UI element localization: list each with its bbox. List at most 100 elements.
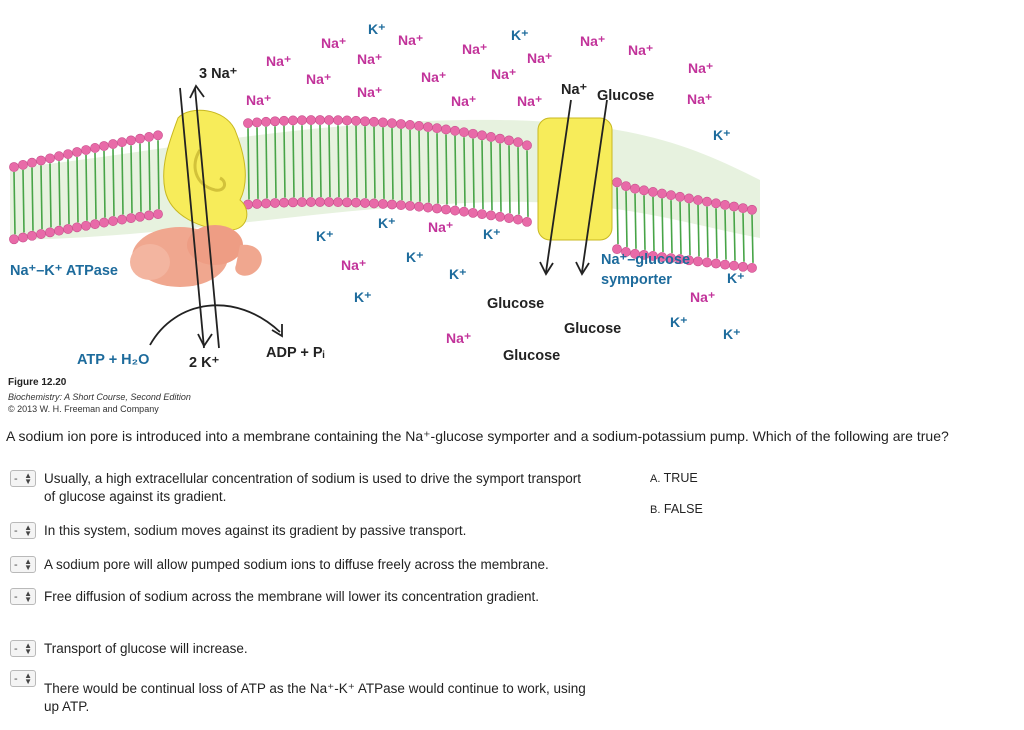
lipid-headgroup	[315, 197, 325, 207]
lipid-headgroup	[495, 211, 505, 222]
lipid-headgroup	[306, 115, 316, 125]
lipid-headgroup	[369, 198, 379, 209]
lipid-tail	[508, 145, 511, 214]
lipid-tail	[13, 172, 16, 235]
lipid-headgroup	[432, 123, 442, 134]
svg-text:K⁺: K⁺	[406, 249, 424, 265]
lipid-tail	[85, 154, 88, 221]
lipid-tail	[382, 127, 385, 199]
statement-text: Usually, a high extracellular concentrat…	[44, 471, 582, 504]
statement-row: -▲▼ In this system, sodium moves against…	[10, 522, 466, 540]
lipid-headgroup	[153, 130, 163, 141]
lipid-headgroup	[486, 210, 496, 221]
lipid-tail	[661, 198, 664, 253]
lipid-headgroup	[522, 216, 532, 227]
svg-text:K⁺: K⁺	[670, 314, 688, 330]
svg-text:Na⁺: Na⁺	[688, 60, 713, 76]
svg-text:ATP + H₂O: ATP + H₂O	[77, 352, 149, 368]
lipid-headgroup	[711, 198, 721, 209]
lipid-tail	[67, 159, 70, 225]
lipid-headgroup	[495, 133, 505, 144]
lipid-headgroup	[36, 155, 46, 166]
lipid-headgroup	[693, 195, 703, 205]
lipid-tail	[256, 127, 259, 199]
lipid-headgroup	[18, 159, 28, 170]
svg-text:3 Na⁺: 3 Na⁺	[199, 66, 238, 82]
transport-arrows	[149, 84, 608, 349]
lipid-headgroup	[99, 141, 109, 151]
lipid-tail	[499, 143, 502, 212]
lipid-headgroup	[306, 197, 316, 207]
svg-text:Na⁺: Na⁺	[690, 289, 715, 305]
statement-text: Free diffusion of sodium across the memb…	[44, 589, 539, 604]
lipid-headgroup	[117, 137, 127, 148]
lipid-headgroup	[279, 115, 289, 126]
lipid-tail	[328, 125, 331, 198]
lipid-headgroup	[441, 204, 451, 215]
lipid-headgroup	[108, 216, 118, 226]
lipid-tail	[364, 126, 367, 198]
lipid-tail	[283, 125, 286, 198]
lipid-headgroup	[720, 259, 730, 270]
lipid-headgroup	[90, 143, 100, 153]
lipid-tail	[337, 125, 340, 198]
lipid-headgroup	[288, 115, 298, 126]
lipid-headgroup	[252, 199, 262, 209]
svg-text:K⁺: K⁺	[723, 326, 741, 342]
lipid-tail	[301, 125, 304, 198]
statement-text: There would be continual loss of ATP as …	[44, 681, 586, 714]
svg-text:ADP + Pᵢ: ADP + Pᵢ	[266, 345, 325, 361]
svg-text:Na⁺: Na⁺	[421, 69, 446, 85]
lipid-headgroup	[72, 222, 82, 233]
lipid-tail	[517, 147, 520, 215]
lipid-tail	[733, 211, 736, 261]
answer-select[interactable]: -▲▼	[10, 640, 36, 657]
lipid-tail	[373, 126, 376, 199]
svg-text:Na⁺: Na⁺	[357, 84, 382, 100]
statement-text: In this system, sodium moves against its…	[44, 523, 467, 538]
statement-row: -▲▼ Usually, a high extracellular concen…	[10, 470, 581, 506]
lipid-headgroup	[423, 202, 433, 213]
lipid-headgroup	[18, 232, 28, 243]
lipid-headgroup	[504, 135, 514, 146]
lipid-headgroup	[27, 157, 37, 168]
lipid-tail	[292, 125, 295, 198]
lipid-tail	[139, 143, 142, 212]
lipid-tail	[652, 196, 655, 251]
lipid-headgroup	[612, 177, 622, 188]
svg-text:Na⁺: Na⁺	[428, 219, 453, 235]
lipid-headgroup	[414, 201, 424, 212]
lipid-tail	[418, 130, 421, 202]
answer-select[interactable]: -▲▼	[10, 556, 36, 573]
answer-select[interactable]: -▲▼	[10, 588, 36, 605]
lipid-headgroup	[396, 119, 406, 129]
lipid-headgroup	[378, 199, 388, 209]
svg-text:Na⁺: Na⁺	[628, 42, 653, 58]
lipid-headgroup	[513, 137, 523, 148]
lipid-tail	[49, 163, 52, 228]
figure-caption-title: Figure 12.20	[8, 377, 67, 388]
lipid-tail	[463, 137, 466, 207]
svg-text:Na⁺: Na⁺	[321, 35, 346, 51]
lipid-tail	[31, 167, 34, 231]
lipid-headgroup	[297, 115, 307, 126]
answer-select[interactable]: -▲▼	[10, 670, 36, 687]
lipid-headgroup	[522, 140, 532, 151]
lipid-headgroup	[9, 162, 19, 172]
lipid-headgroup	[333, 197, 343, 208]
answer-select[interactable]: -▲▼	[10, 470, 36, 487]
lipid-headgroup	[252, 117, 262, 128]
svg-text:Glucose: Glucose	[487, 296, 544, 312]
lipid-headgroup	[396, 200, 406, 211]
answer-select[interactable]: -▲▼	[10, 522, 36, 539]
lipid-headgroup	[288, 197, 298, 208]
lipid-headgroup	[369, 116, 379, 127]
lipid-tail	[58, 161, 61, 226]
lipid-headgroup	[450, 125, 460, 136]
lipid-headgroup	[657, 188, 667, 199]
question-text: A sodium ion pore is introduced into a m…	[6, 428, 949, 444]
lipid-headgroup	[144, 210, 154, 221]
membrane-transport-figure: Na⁺ K⁺ Na⁺ Na⁺ Na⁺ Na⁺ Na⁺ Na⁺ Na⁺ Na⁺ N…	[9, 21, 760, 371]
svg-text:K⁺: K⁺	[727, 270, 745, 286]
lipid-tail	[706, 206, 709, 258]
